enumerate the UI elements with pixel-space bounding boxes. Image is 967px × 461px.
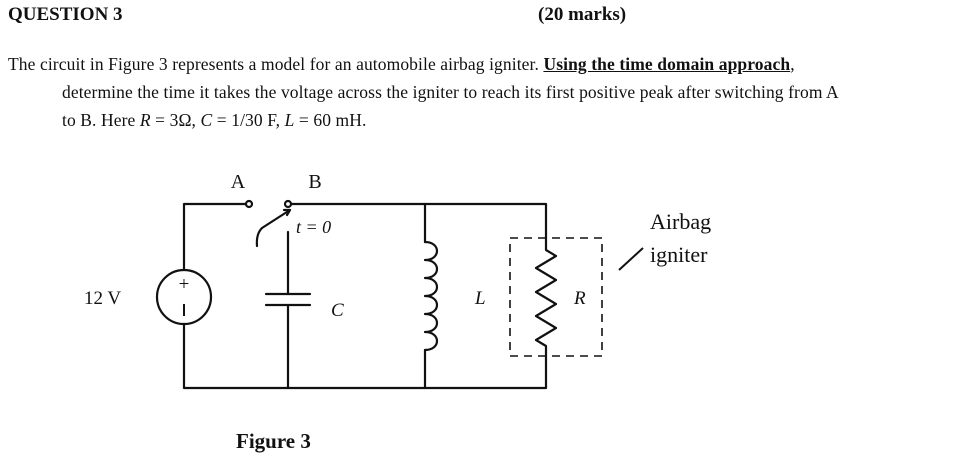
label-B: B	[308, 171, 321, 193]
terminal-A	[244, 199, 254, 209]
switch-blade-arrow	[282, 208, 292, 217]
given-prefix: to B. Here	[62, 110, 140, 130]
given-R: = 3Ω,	[150, 110, 201, 130]
var-L: L	[284, 110, 295, 130]
resistor-zigzag	[534, 234, 558, 354]
capacitor-label: C	[331, 300, 344, 321]
switch-time-label: t = 0	[296, 217, 331, 237]
problem-line-1: The circuit in Figure 3 represents a mod…	[8, 54, 795, 75]
figure-caption: Figure 3	[236, 429, 311, 453]
question-number: QUESTION 3	[8, 4, 123, 25]
igniter-label: igniter	[650, 242, 708, 267]
label-A: A	[231, 171, 246, 193]
voltage-source	[155, 268, 213, 326]
resistor-label: R	[573, 288, 586, 309]
airbag-label: Airbag	[650, 209, 711, 234]
problem-line-3: to B. Here R = 3Ω, C = 1/30 F, L = 60 mH…	[62, 110, 366, 131]
var-R: R	[139, 110, 151, 130]
inductor-label: L	[474, 288, 486, 309]
given-L: = 60 mH.	[294, 110, 367, 130]
source-voltage-label: 12 V	[84, 288, 121, 309]
emphasis-text: Using the time domain approach	[543, 54, 791, 74]
igniter-box	[509, 237, 603, 357]
inductor-coil	[423, 240, 439, 352]
problem-text-end: ,	[790, 54, 795, 74]
problem-text: The circuit in Figure 3 represents a mod…	[8, 54, 544, 74]
wire-top-right	[289, 202, 548, 238]
var-C: C	[200, 110, 213, 130]
wire-bottom	[182, 322, 548, 390]
given-C: = 1/30 F,	[212, 110, 285, 130]
problem-line-2: determine the time it takes the voltage …	[62, 82, 839, 102]
igniter-pointer	[618, 247, 644, 271]
switch-blade	[255, 208, 292, 248]
wire-top-left	[182, 202, 248, 272]
source-plus: +	[179, 274, 190, 295]
marks-label: (20 marks)	[538, 4, 627, 25]
